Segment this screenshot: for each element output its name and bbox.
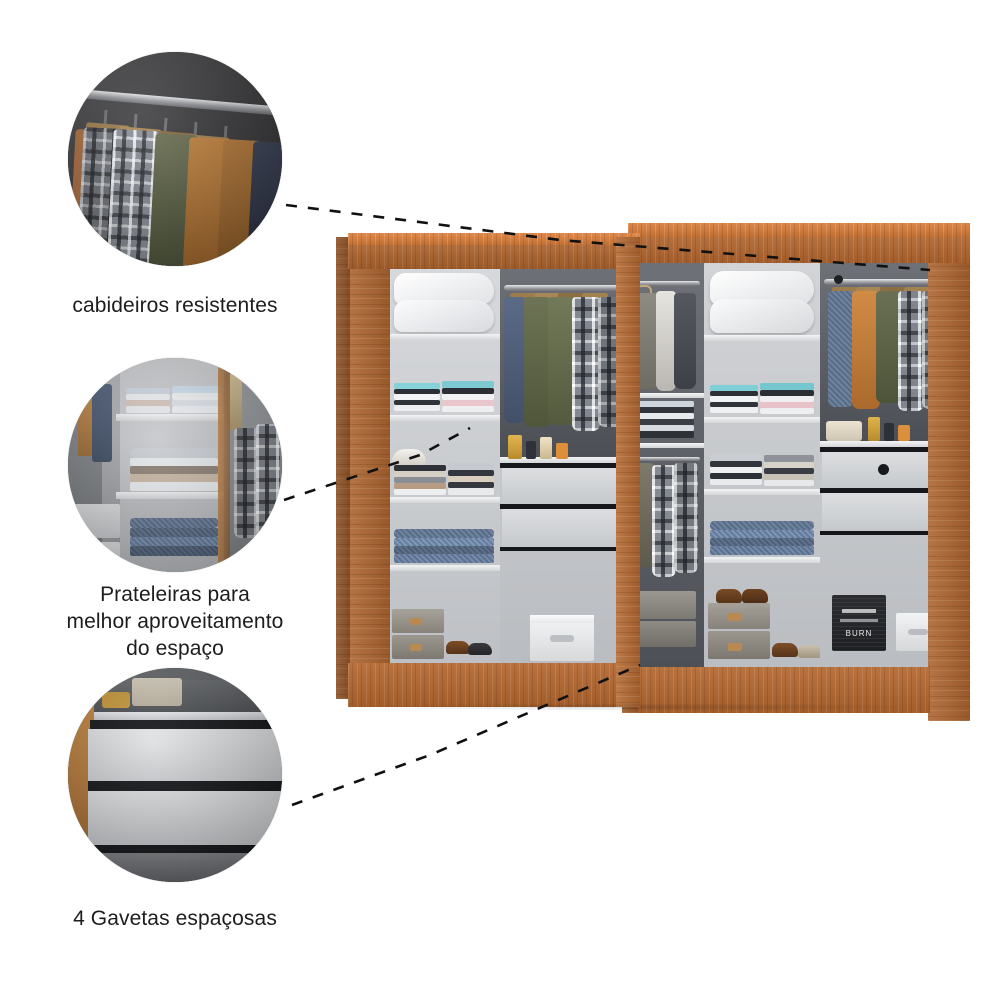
left-module-left-panel-face — [336, 237, 350, 699]
wardrobe-right-module: BURN — [610, 225, 970, 705]
left-module-base — [348, 663, 640, 707]
feature-caption-shelves-line-3: do espaço — [126, 637, 224, 660]
storage-basket: BURN — [832, 595, 886, 651]
drawer-left-lower[interactable] — [502, 509, 626, 547]
left-module-left-panel — [348, 243, 390, 699]
drawer-left-upper[interactable] — [502, 468, 626, 504]
floor-shadow — [340, 703, 940, 711]
basket-label: BURN — [845, 629, 873, 638]
left-hanging-rail — [504, 285, 624, 291]
feature-caption-shelves: Prateleiras para melhor aproveitamento d… — [0, 581, 350, 662]
wardrobe-left-module — [330, 243, 640, 703]
feature-caption-shelves-line-2: melhor aproveitamento — [66, 610, 284, 633]
feature-photo-drawers — [68, 668, 282, 882]
right-hanging-rail — [824, 279, 948, 285]
left-module-top-face — [348, 233, 640, 245]
right-module-top-face — [628, 223, 970, 237]
feature-caption-shelves-line-1: Prateleiras para — [100, 583, 250, 606]
right-module-top-panel — [628, 233, 970, 263]
feature-caption-drawers: 4 Gavetas espaçosas — [73, 907, 277, 930]
feature-caption-hanging-rails: cabideiros resistentes — [72, 294, 278, 317]
left-module-top-panel — [348, 243, 640, 269]
corner-post — [616, 237, 640, 707]
product-wardrobe: BURN — [330, 215, 970, 735]
feature-photo-shelves — [68, 358, 282, 572]
feature-photo-hanging-rails — [68, 52, 282, 266]
right-module-right-panel — [928, 237, 970, 721]
right-module-base — [628, 667, 930, 713]
